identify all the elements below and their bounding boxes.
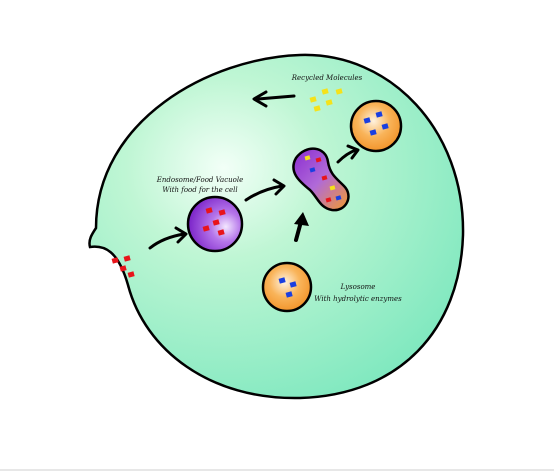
recycled-label: Recycled Molecules [291, 74, 363, 82]
arrow-fusion-to-lysosome-icon [336, 144, 360, 164]
arrow-recycled-icon [252, 90, 296, 108]
lysosome-label-line2: With hydrolytic enzymes [314, 295, 402, 303]
lysosome-label-line1: Lysosome [340, 283, 376, 291]
residual-enzymes [363, 111, 389, 136]
arrow-endosome-to-fusion-icon [244, 178, 286, 202]
endosome-label-line1: Endosome/Food Vacuole [156, 176, 243, 184]
arrow-intake-icon [148, 226, 188, 250]
endosome [186, 195, 244, 253]
recycled-particles [309, 88, 343, 112]
fused-contents [304, 155, 342, 203]
food-particles-outside [111, 255, 135, 278]
lysosome-residual [349, 99, 403, 153]
fused-vesicle [292, 147, 350, 212]
cell-membrane [88, 53, 465, 400]
arrow-lysosome-to-fusion-icon [294, 212, 309, 242]
lysosome-enzymes [278, 277, 297, 298]
endosome-food-particles [202, 207, 226, 236]
lysosome [261, 261, 313, 313]
endosome-label-line2: With food for the cell [162, 186, 237, 194]
